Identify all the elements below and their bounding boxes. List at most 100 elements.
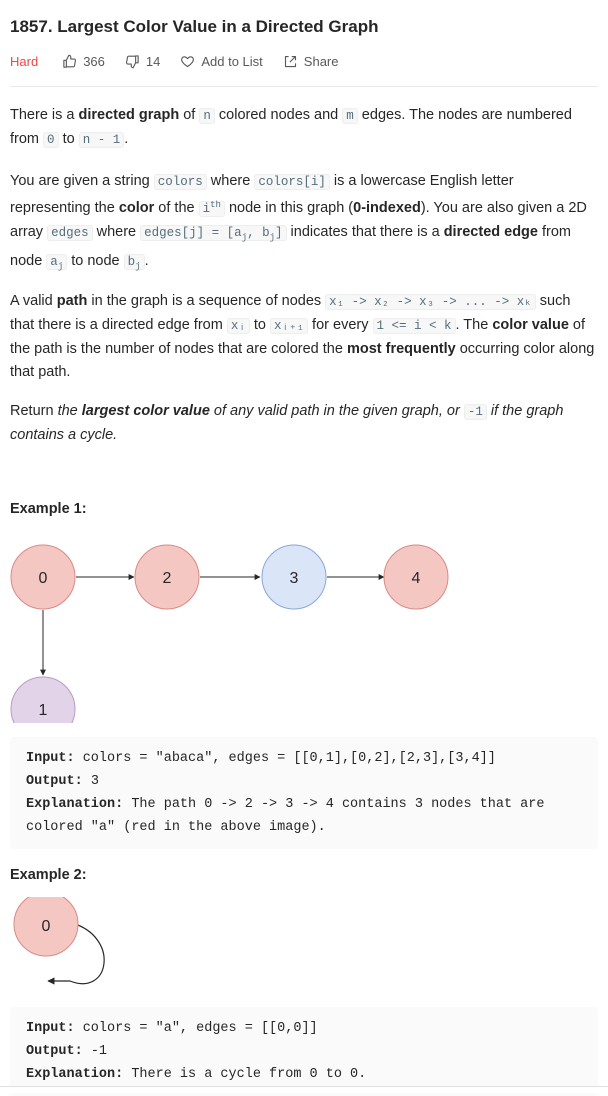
code-subscript: j: [269, 232, 276, 243]
inline-code: 1 <= i < k: [372, 318, 456, 335]
text: ). You are also given a 2D array: [10, 200, 587, 241]
code-subscript: j: [135, 261, 141, 272]
text: You are given a string: [10, 173, 154, 189]
dislike-button[interactable]: 14: [125, 54, 160, 69]
inline-code: n: [199, 108, 215, 124]
text: where: [92, 224, 141, 241]
text: occurring color along that path.: [10, 341, 595, 381]
inline-code: edges: [47, 225, 93, 242]
output-value: 3: [82, 774, 99, 790]
text: where: [206, 173, 255, 189]
output-label: Output:: [26, 774, 83, 790]
problem-meta-bar: Hard 366 14 Add to List Share: [10, 49, 598, 73]
edge-0-0-loop: [47, 922, 105, 985]
text: indicates that there is a: [286, 224, 444, 241]
code-subscript: j: [57, 261, 64, 272]
inline-code: ith: [198, 200, 225, 218]
share-label: Share: [303, 53, 339, 69]
node-label-0: 0: [42, 918, 51, 935]
input-value: colors = "abaca", edges = [[0,1],[0,2],[…: [74, 751, 496, 767]
description-paragraph-3: A valid path in the graph is a sequence …: [10, 290, 598, 384]
code-part: i: [202, 202, 211, 217]
text: .: [144, 252, 149, 269]
explanation-label: Explanation:: [26, 1067, 124, 1083]
like-count: 366: [83, 53, 105, 69]
bold-term: 0-indexed: [353, 200, 421, 217]
explanation-label: Explanation:: [26, 797, 124, 813]
bold-term: most frequently: [346, 341, 456, 358]
add-to-list-label: Add to List: [201, 53, 263, 69]
text: from node: [10, 224, 572, 269]
inline-code: n - 1: [78, 132, 125, 148]
text: Return: [10, 403, 58, 420]
text: .: [124, 131, 129, 147]
bold-italic-term: largest color value: [81, 403, 210, 420]
graph-node-3: [261, 544, 327, 610]
input-label: Input:: [26, 1021, 75, 1037]
bold-term: directed edge: [443, 224, 538, 241]
text: There is a: [10, 107, 79, 123]
inline-code: 0: [43, 132, 59, 148]
text: of: [179, 107, 200, 123]
inline-code: bj: [123, 253, 145, 272]
text: to: [58, 131, 79, 147]
text: for every: [308, 317, 373, 334]
text: in the graph is a sequence of nodes: [87, 293, 326, 310]
description-paragraph-2: You are given a string colors where colo…: [10, 170, 598, 278]
bold-term: path: [56, 293, 88, 310]
code-part: edges[j] = [a: [144, 226, 242, 241]
inline-code: -1: [463, 404, 487, 421]
code-subscript: j: [241, 232, 248, 243]
graph-node-4: [383, 544, 449, 610]
explanation-value: There is a cycle from 0 to 0.: [123, 1067, 367, 1083]
example-2-title: Example 2:: [10, 867, 87, 884]
thumbs-down-icon: [125, 54, 139, 68]
description-paragraph-4: Return the largest color value of any va…: [10, 400, 598, 447]
output-label: Output:: [26, 1044, 83, 1060]
italic-text: if the graph contains a cycle.: [10, 403, 564, 444]
graph-node-1: [10, 676, 76, 724]
text: node in this graph (: [224, 200, 354, 217]
code-part: b: [127, 254, 136, 269]
node-label-4: 4: [412, 570, 421, 587]
node-label-0: 0: [39, 570, 48, 587]
text: colored nodes and: [214, 107, 343, 123]
example-2-code-block: Input: colors = "a", edges = [[0,0]] Out…: [10, 1007, 598, 1096]
code-part: a: [50, 254, 58, 269]
like-button[interactable]: 366: [62, 54, 105, 69]
bold-term: directed graph: [78, 107, 180, 123]
text: such that there is a directed edge from: [10, 293, 571, 334]
code-superscript: th: [210, 200, 221, 210]
text: to node: [67, 252, 124, 269]
text: of the path is the number of nodes that …: [10, 317, 586, 358]
thumbs-up-icon: [63, 54, 77, 68]
text: of the: [154, 200, 199, 217]
bold-term: color value: [492, 317, 569, 334]
inline-code: aj: [46, 253, 68, 272]
code-part: ]: [275, 226, 283, 241]
inline-code: colors[i]: [254, 174, 330, 190]
difficulty-badge: Hard: [10, 53, 39, 69]
text: A valid: [10, 293, 57, 310]
code-part: , b: [247, 226, 270, 241]
italic-text: of any valid path in the given graph, or: [209, 403, 464, 420]
share-icon: [284, 55, 296, 67]
node-label-1: 1: [39, 702, 48, 719]
graph-node-0: [13, 897, 79, 957]
heart-icon: [181, 55, 195, 67]
inline-code: m: [342, 108, 358, 124]
description-paragraph-1: There is a directed graph of n colored n…: [10, 104, 598, 152]
node-label-3: 3: [290, 570, 299, 587]
add-to-list-button[interactable]: Add to List: [180, 53, 263, 69]
graph-node-2: [134, 544, 200, 610]
input-label: Input:: [26, 751, 75, 767]
share-button[interactable]: Share: [283, 54, 339, 69]
italic-text: the: [57, 403, 82, 420]
header-divider: [10, 86, 598, 87]
problem-title: 1857. Largest Color Value in a Directed …: [10, 17, 379, 36]
inline-code: x₁ -> x₂ -> x₃ -> ... -> xₖ: [325, 294, 536, 311]
explanation-value: The path 0 -> 2 -> 3 -> 4 contains 3 nod…: [26, 797, 553, 836]
dislike-count: 14: [145, 53, 161, 69]
graph-node-0: [10, 544, 76, 610]
